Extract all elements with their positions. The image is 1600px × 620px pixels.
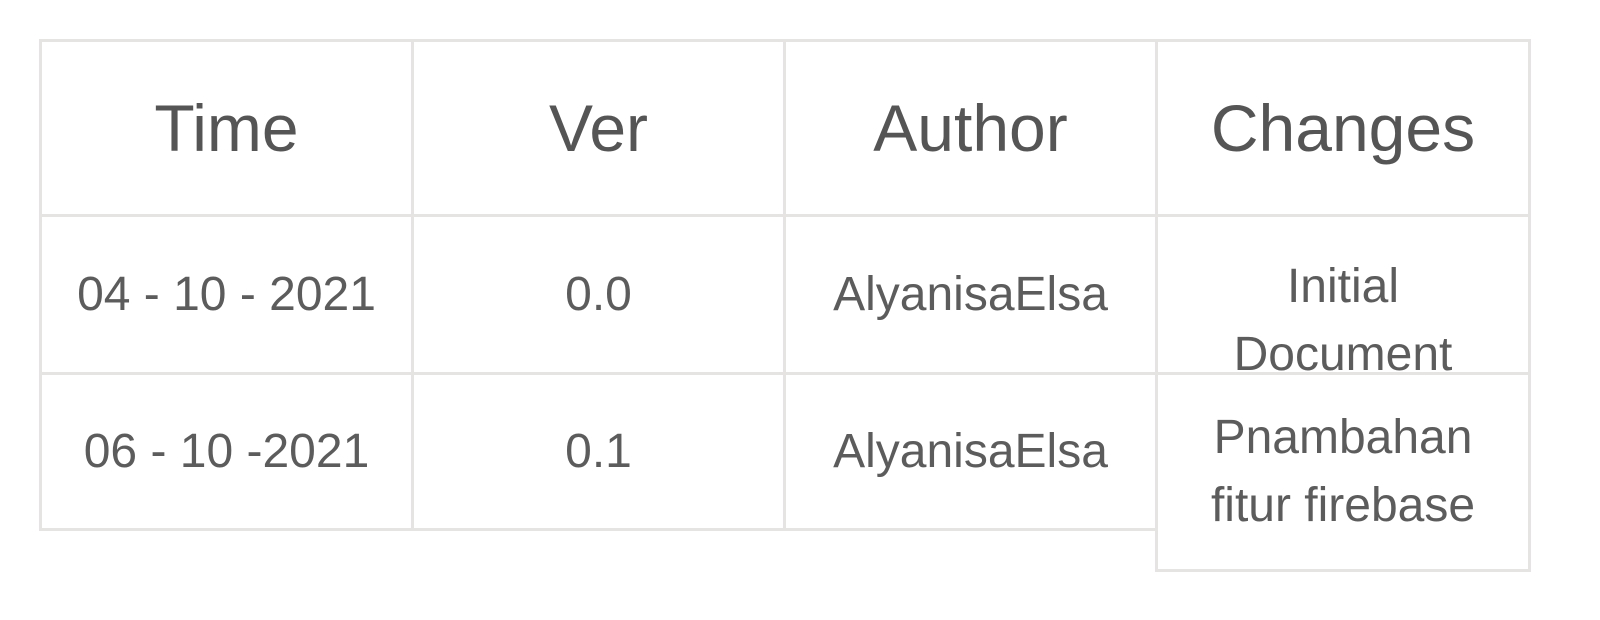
- row-1-time-value: 04 - 10 - 2021: [77, 267, 376, 321]
- row-2-changes-text: Pnambahan fitur firebase: [1199, 404, 1487, 540]
- header-changes: Changes: [1155, 39, 1531, 217]
- row-2-changes-line-1: Pnambahan: [1213, 411, 1473, 464]
- row-1-ver: 0.0: [411, 214, 786, 375]
- header-time: Time: [39, 39, 414, 217]
- header-changes-label: Changes: [1210, 91, 1476, 165]
- header-author-label: Author: [873, 91, 1068, 165]
- row-2-author: AlyanisaElsa: [783, 372, 1158, 531]
- row-2-author-value: AlyanisaElsa: [833, 424, 1108, 478]
- row-2-time-value: 06 - 10 -2021: [83, 424, 370, 478]
- row-2-changes-line-2: fitur firebase: [1210, 479, 1476, 532]
- header-ver: Ver: [411, 39, 786, 217]
- header-time-label: Time: [154, 91, 299, 165]
- row-1-changes-line-1: Initial: [1286, 260, 1400, 313]
- row-1-ver-value: 0.0: [565, 267, 632, 321]
- row-1-author-value: AlyanisaElsa: [833, 267, 1108, 321]
- row-2-ver: 0.1: [411, 372, 786, 531]
- row-1-time: 04 - 10 - 2021: [39, 214, 414, 375]
- row-1-author: AlyanisaElsa: [783, 214, 1158, 375]
- row-2-ver-value: 0.1: [565, 424, 632, 478]
- row-2-time: 06 - 10 -2021: [39, 372, 414, 531]
- row-1-changes-text: Initial Document: [1222, 217, 1465, 389]
- header-author: Author: [783, 39, 1158, 217]
- row-1-changes: Initial Document: [1155, 214, 1531, 381]
- row-2-changes: Pnambahan fitur firebase: [1155, 372, 1531, 572]
- header-ver-label: Ver: [548, 91, 649, 165]
